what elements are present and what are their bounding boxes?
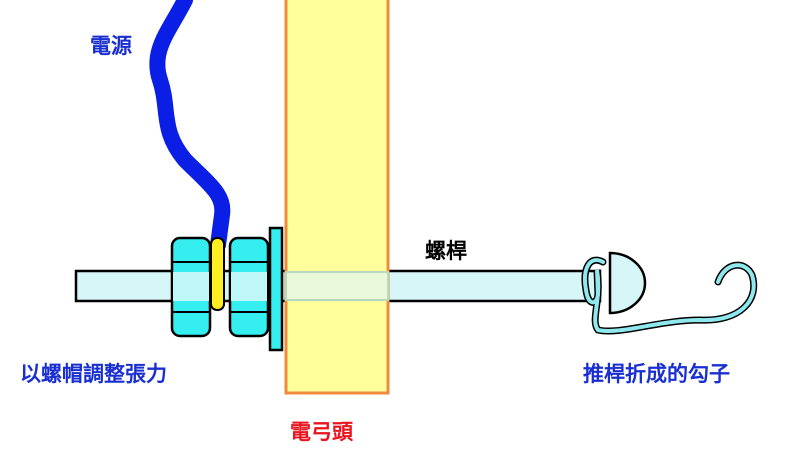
yellow-ring-terminal xyxy=(210,237,225,311)
pantograph-head-board xyxy=(284,0,390,395)
nut-left xyxy=(170,236,212,338)
rod-end-dome xyxy=(608,251,647,315)
power-wire xyxy=(149,0,231,253)
nut-right xyxy=(228,236,270,338)
washer xyxy=(268,226,284,352)
label-power: 電源 xyxy=(90,34,132,58)
label-nut-adjust: 以螺帽調整張力 xyxy=(20,362,167,386)
label-pantograph-head: 電弓頭 xyxy=(290,420,353,444)
label-screw-rod: 螺桿 xyxy=(425,239,467,263)
label-hook: 推桿折成的勾子 xyxy=(583,362,730,386)
hook-fill xyxy=(583,258,756,333)
rod-through-board xyxy=(285,271,389,301)
